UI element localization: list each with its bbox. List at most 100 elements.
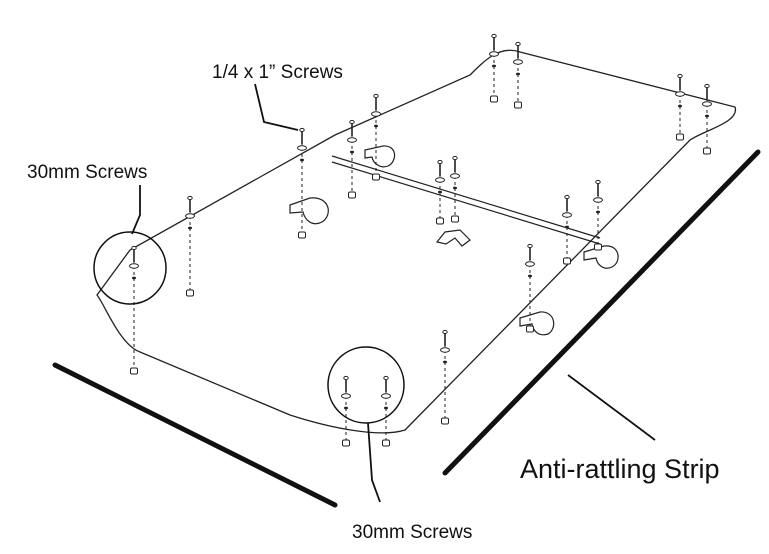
hole-mark <box>705 114 709 118</box>
leader-quarter-inch <box>254 83 299 131</box>
nut-icon <box>348 191 356 199</box>
nut-icon <box>563 257 571 265</box>
nut-icon <box>451 215 459 223</box>
washer-icon <box>129 263 139 269</box>
washer-icon <box>381 393 391 399</box>
washer-icon <box>297 145 307 151</box>
screw-head <box>131 245 137 251</box>
screw-stack <box>440 329 450 425</box>
anti-rattling-strip-front <box>52 362 338 508</box>
leader-30mm-bottom <box>367 422 381 503</box>
screw-head <box>187 195 193 201</box>
screw-stack <box>702 83 712 155</box>
washer-icon <box>185 213 195 219</box>
hardware-group <box>129 33 712 447</box>
label-quarter-inch-screws: 1/4 x 1” Screws <box>212 62 343 83</box>
screw-head <box>527 243 533 249</box>
washer-icon <box>702 101 712 107</box>
nut-icon <box>436 217 444 225</box>
label-30mm-screws-left: 30mm Screws <box>27 162 147 183</box>
label-anti-rattling-strip: Anti-rattling Strip <box>520 454 720 484</box>
nut-icon <box>703 147 711 155</box>
nut-icon <box>676 133 684 141</box>
nut-icon <box>130 367 138 375</box>
washer-icon <box>513 59 523 65</box>
hole-mark <box>300 158 304 162</box>
washer-icon <box>593 197 603 203</box>
screw-head <box>595 179 601 185</box>
nut-icon <box>342 439 350 447</box>
hole-mark <box>188 226 192 230</box>
screw-head <box>491 33 497 39</box>
clip-icon <box>289 197 329 225</box>
hole-mark <box>565 225 569 229</box>
hole-mark <box>528 274 532 278</box>
hole-mark <box>344 406 348 410</box>
screw-head <box>452 155 458 161</box>
anti-rattling-strip-right <box>442 149 761 476</box>
screw-stack <box>562 194 572 265</box>
washer-icon <box>341 393 351 399</box>
screw-stack <box>297 127 307 239</box>
clip-icon <box>583 245 619 269</box>
hole-mark <box>596 210 600 214</box>
hole-mark <box>443 360 447 364</box>
screw-stack <box>450 155 460 223</box>
nut-icon <box>514 101 522 109</box>
screw-head <box>299 127 305 133</box>
nut-icon <box>372 173 380 181</box>
screw-stack <box>489 33 499 103</box>
clip-icon <box>435 229 471 247</box>
washer-icon <box>450 173 460 179</box>
hole-mark <box>350 150 354 154</box>
screw-head <box>343 375 349 381</box>
hole-mark <box>438 190 442 194</box>
screw-head <box>383 375 389 381</box>
leader-anti-rattling <box>567 374 656 441</box>
washer-icon <box>489 51 499 57</box>
screw-stack <box>513 41 523 109</box>
screw-stack <box>129 245 139 375</box>
leader-30mm-left <box>131 185 141 235</box>
hole-mark <box>492 64 496 68</box>
highlight-circle-bottom <box>327 346 405 424</box>
washer-icon <box>435 177 445 183</box>
screw-stack <box>593 179 603 251</box>
screw-head <box>349 119 355 125</box>
screw-stack <box>185 195 195 297</box>
screw-stack <box>435 159 445 225</box>
screw-stack <box>371 93 381 181</box>
washer-icon <box>371 111 381 117</box>
nut-icon <box>526 325 534 333</box>
cross-rail <box>331 155 601 245</box>
washer-icon <box>525 261 535 267</box>
nut-icon <box>298 231 306 239</box>
screw-head <box>677 73 683 79</box>
screw-head <box>442 329 448 335</box>
washer-icon <box>562 212 572 218</box>
washer-icon <box>347 137 357 143</box>
screw-stack <box>347 119 357 199</box>
screw-stack <box>381 375 391 447</box>
hole-mark <box>678 104 682 108</box>
screw-stack <box>675 73 685 141</box>
hole-mark <box>384 406 388 410</box>
hole-mark <box>453 186 457 190</box>
screw-head <box>564 194 570 200</box>
nut-icon <box>594 243 602 251</box>
washer-icon <box>440 347 450 353</box>
label-30mm-screws-bottom: 30mm Screws <box>352 522 472 543</box>
highlight-circle-left <box>93 231 167 305</box>
washer-icon <box>675 91 685 97</box>
hole-mark <box>132 276 136 280</box>
nut-icon <box>186 289 194 297</box>
nut-icon <box>490 95 498 103</box>
nut-icon <box>441 417 449 425</box>
screw-head <box>437 159 443 165</box>
plate-outline <box>96 49 736 434</box>
nut-icon <box>382 439 390 447</box>
hole-mark <box>374 124 378 128</box>
screw-stack <box>341 375 351 447</box>
screw-head <box>515 41 521 47</box>
